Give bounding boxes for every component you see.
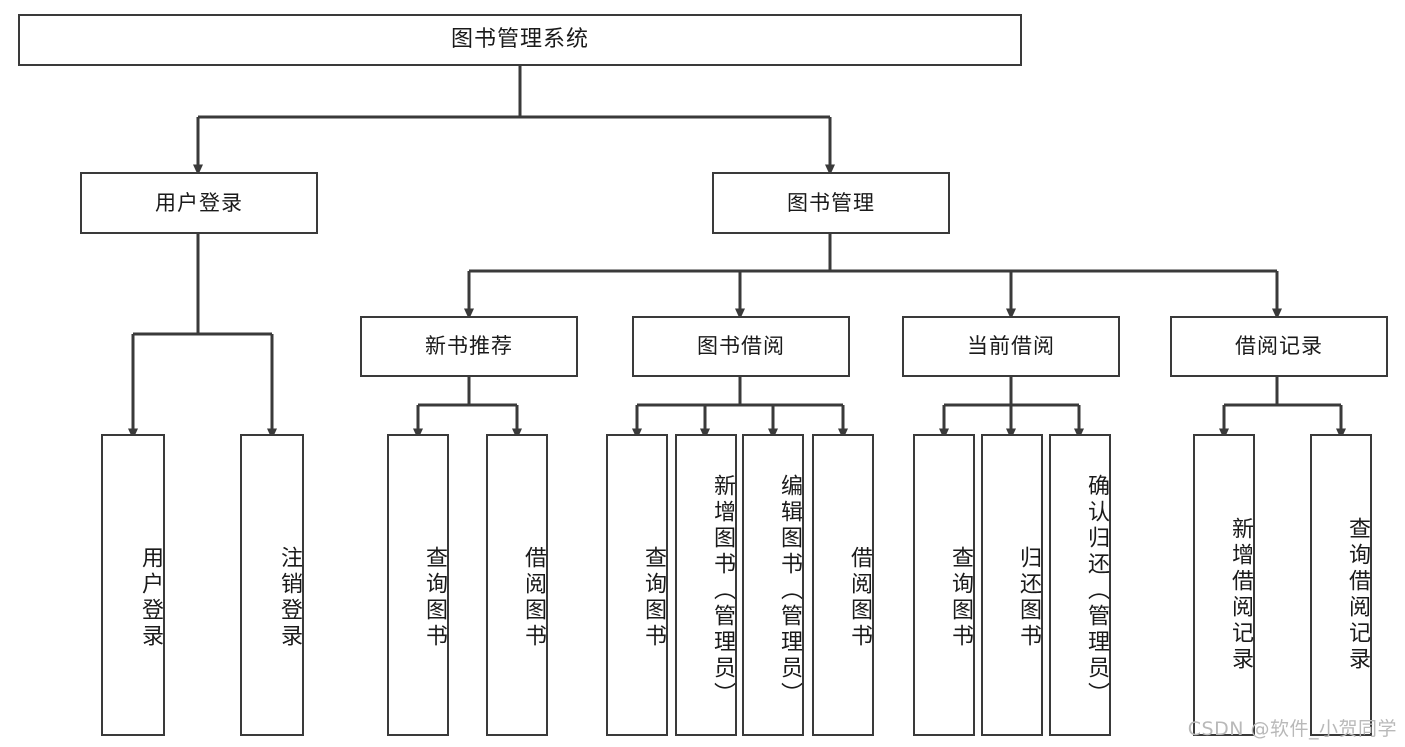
- node-leaf-logout[interactable]: 注销登录: [240, 434, 304, 736]
- node-leaf-return-book[interactable]: 归还图书: [981, 434, 1043, 736]
- leaf-label: 确认归还（管理员）: [1084, 474, 1109, 708]
- leaf-label: 借阅图书: [521, 546, 546, 650]
- node-root-book-management-system[interactable]: 图书管理系统: [18, 14, 1022, 66]
- leaf-label: 查询图书: [948, 546, 973, 650]
- node-current-borrow[interactable]: 当前借阅: [902, 316, 1120, 377]
- node-leaf-query-book-borrow[interactable]: 查询图书: [606, 434, 668, 736]
- csdn-watermark: CSDN @软件_小贺同学: [1187, 718, 1397, 740]
- node-borrow-record[interactable]: 借阅记录: [1170, 316, 1388, 377]
- leaf-label: 查询图书: [422, 546, 447, 650]
- node-leaf-query-borrow-record[interactable]: 查询借阅记录: [1310, 434, 1372, 736]
- leaf-label: 查询借阅记录: [1345, 517, 1370, 673]
- node-leaf-user-login[interactable]: 用户登录: [101, 434, 165, 736]
- leaf-label: 新增借阅记录: [1228, 517, 1253, 673]
- node-leaf-confirm-return[interactable]: 确认归还（管理员）: [1049, 434, 1111, 736]
- node-leaf-add-book[interactable]: 新增图书（管理员）: [675, 434, 737, 736]
- node-book-borrow[interactable]: 图书借阅: [632, 316, 850, 377]
- leaf-label: 查询图书: [641, 546, 666, 650]
- leaf-label: 用户登录: [138, 546, 163, 650]
- leaf-label: 注销登录: [277, 546, 302, 650]
- leaf-label: 新增图书（管理员）: [710, 474, 735, 708]
- leaf-label: 借阅图书: [847, 546, 872, 650]
- node-new-book-recommend[interactable]: 新书推荐: [360, 316, 578, 377]
- node-leaf-borrow-book-recommend[interactable]: 借阅图书: [486, 434, 548, 736]
- node-leaf-edit-book[interactable]: 编辑图书（管理员）: [742, 434, 804, 736]
- node-leaf-query-book-current[interactable]: 查询图书: [913, 434, 975, 736]
- node-leaf-borrow-book[interactable]: 借阅图书: [812, 434, 874, 736]
- node-leaf-add-borrow-record[interactable]: 新增借阅记录: [1193, 434, 1255, 736]
- node-leaf-query-book-recommend[interactable]: 查询图书: [387, 434, 449, 736]
- leaf-label: 归还图书: [1016, 546, 1041, 650]
- node-book-management[interactable]: 图书管理: [712, 172, 950, 234]
- node-user-login[interactable]: 用户登录: [80, 172, 318, 234]
- leaf-label: 编辑图书（管理员）: [777, 474, 802, 708]
